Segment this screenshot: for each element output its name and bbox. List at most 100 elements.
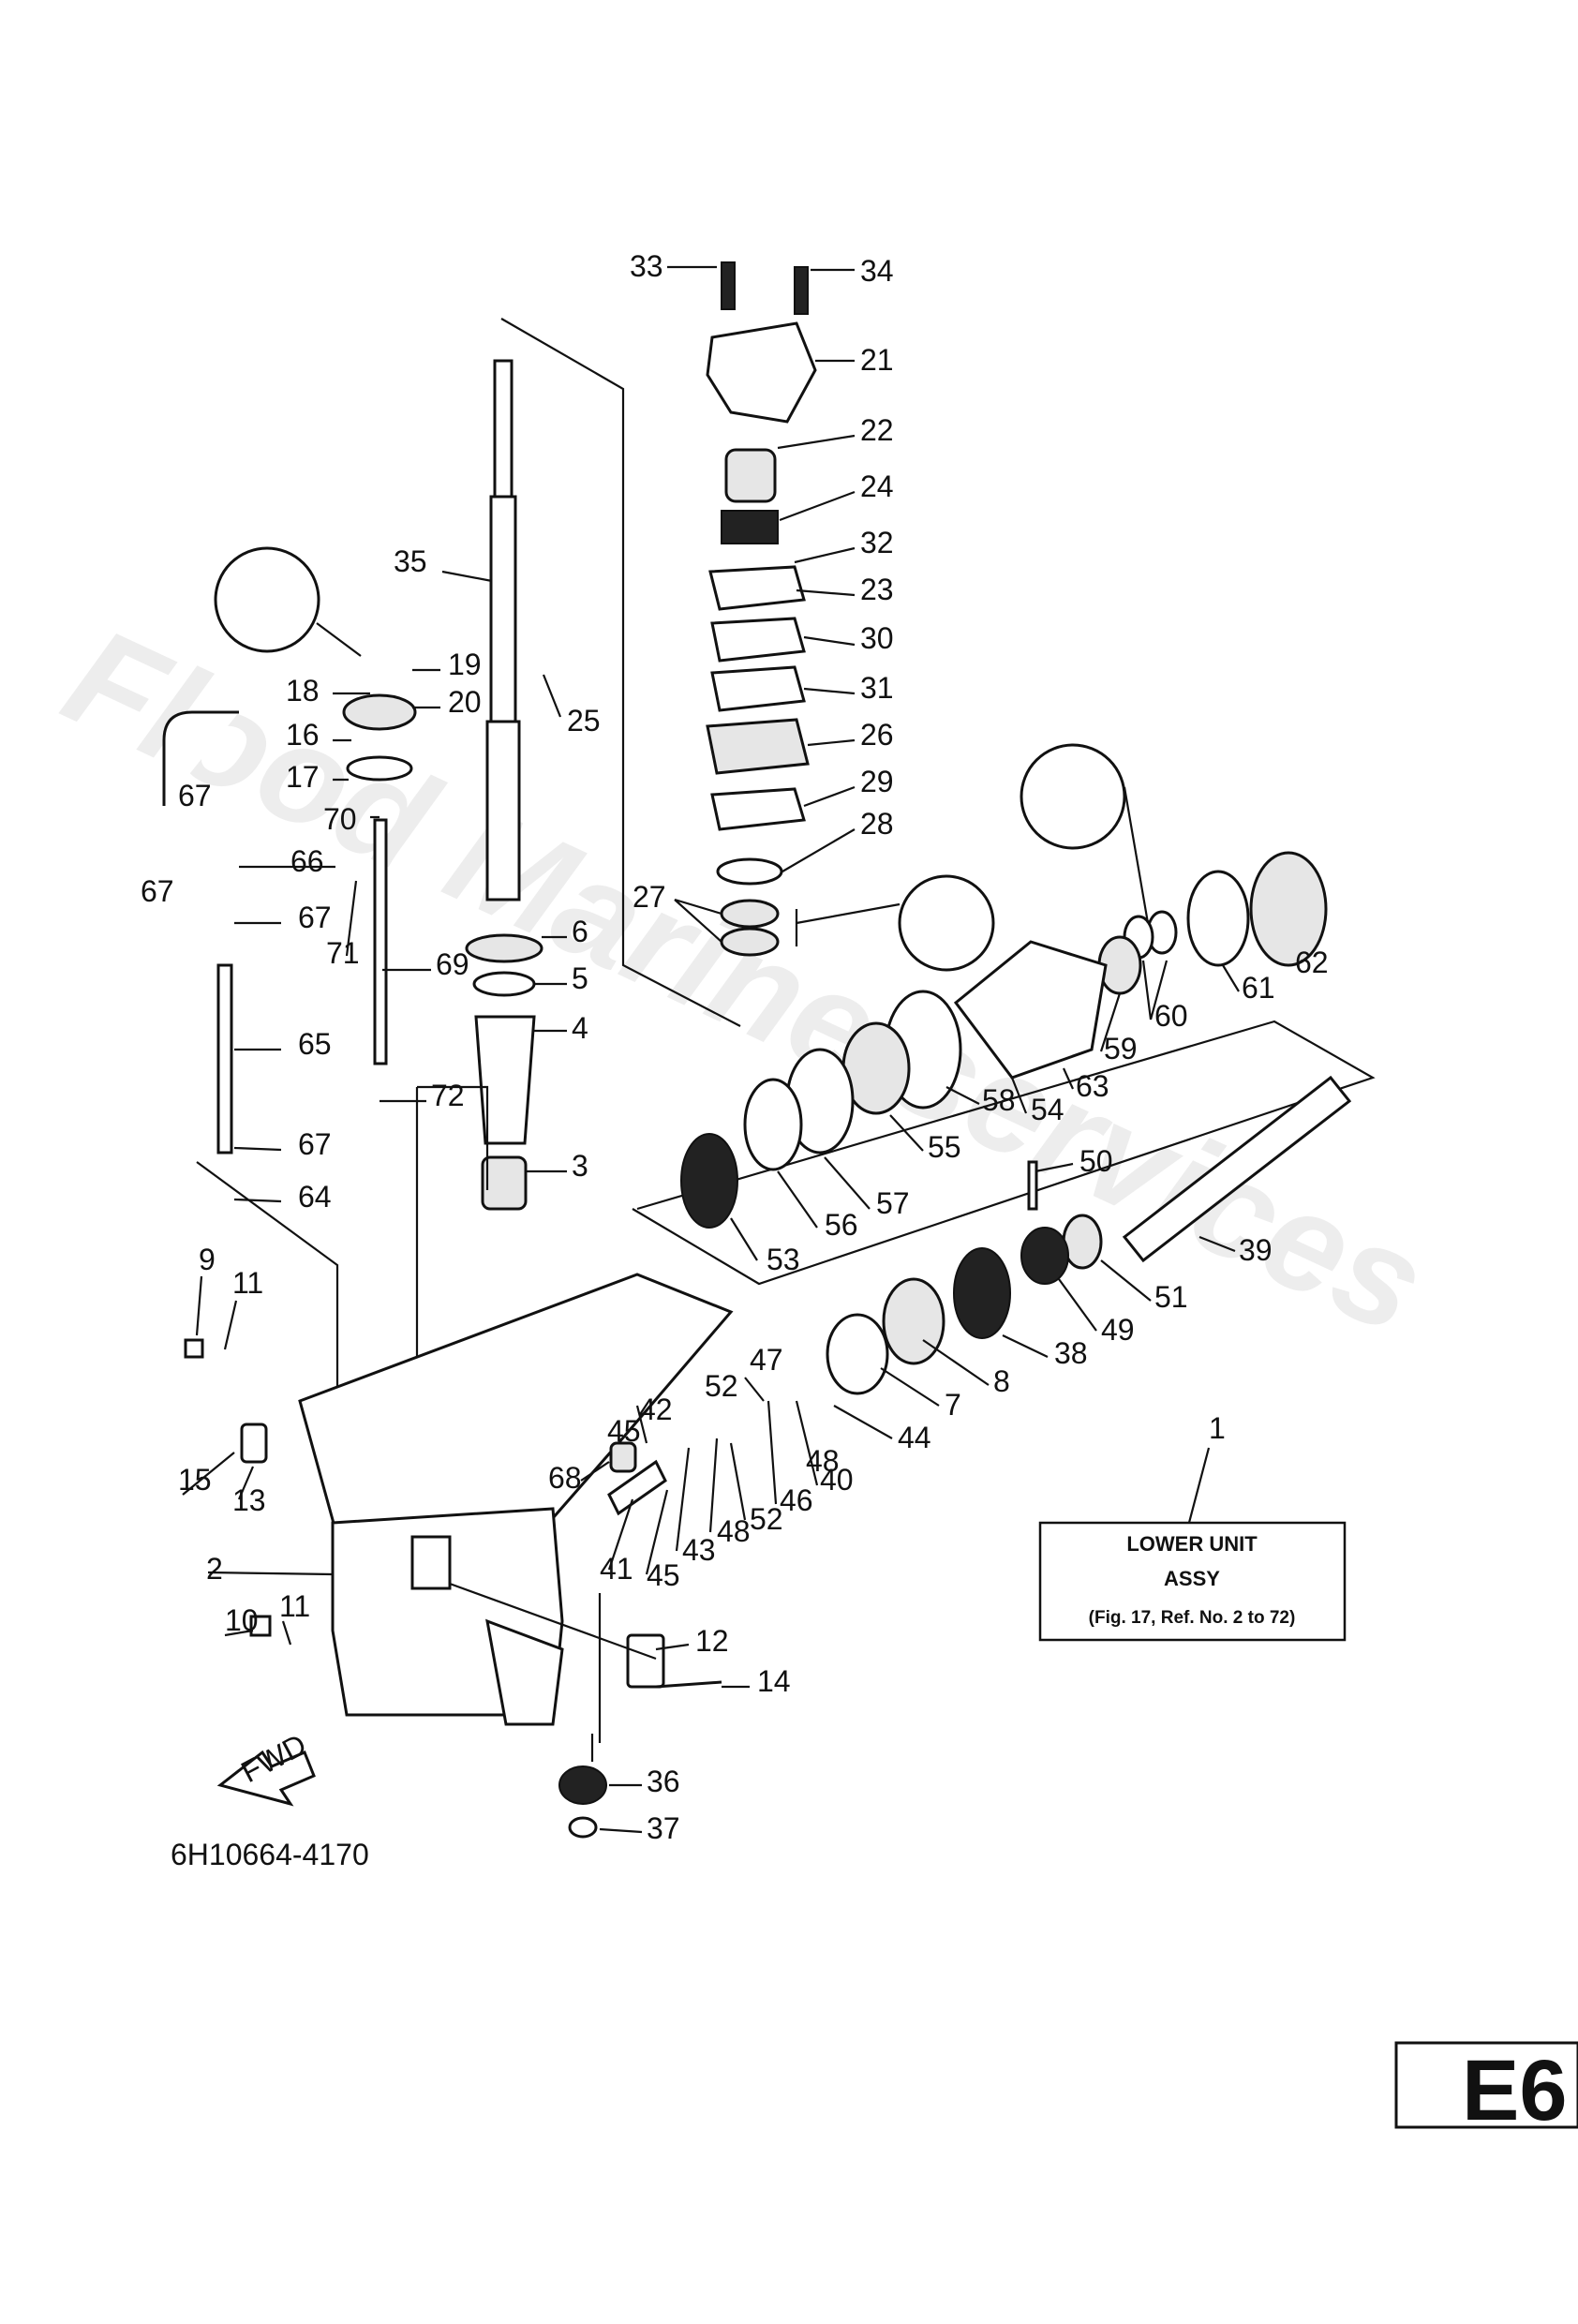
bolt-33 (721, 261, 736, 310)
callout-42: 42 (639, 1393, 673, 1426)
anode-13 (240, 1423, 268, 1464)
callout-62: 62 (1295, 946, 1329, 979)
water-pump-group (706, 261, 817, 957)
level-screw-9 (184, 1338, 204, 1359)
bolt-14 (655, 1680, 722, 1689)
callout-20: 20 (448, 685, 482, 719)
thrust-washer-56 (743, 1078, 803, 1171)
callout-8: 8 (993, 1364, 1010, 1398)
callout-35: 35 (394, 544, 427, 578)
nut-37 (568, 1816, 598, 1839)
callout-16: 16 (286, 718, 320, 752)
callout-61: 61 (1242, 971, 1275, 1005)
bearing-8 (882, 1277, 945, 1365)
case-boundary-mid (415, 1085, 489, 1359)
callout-45a: 45 (607, 1414, 641, 1448)
drawing-number: 6H10664-4170 (171, 1838, 369, 1871)
callout-53: 53 (767, 1243, 800, 1276)
bearing-6 (465, 933, 543, 963)
callout-11b: 11 (279, 1589, 310, 1623)
drive-shaft-mid (489, 495, 517, 723)
fwd-arrow-icon (216, 1750, 316, 1807)
bushing-3 (481, 1155, 528, 1211)
skeg (485, 1618, 564, 1726)
callout-14: 14 (757, 1664, 791, 1698)
callout-29: 29 (860, 765, 894, 798)
callout-23: 23 (860, 573, 894, 606)
callout-63: 63 (1076, 1069, 1109, 1103)
callout-67a: 67 (141, 874, 174, 908)
callout-47: 47 (750, 1343, 783, 1377)
bolt-34 (794, 266, 809, 315)
callout-34: 34 (860, 254, 894, 288)
drive-shaft-lower (485, 720, 521, 901)
callout-24: 24 (860, 469, 894, 503)
oil-seal-27b (720, 927, 780, 957)
callout-31: 31 (860, 671, 894, 705)
callout-28: 28 (860, 807, 894, 841)
callout-69: 69 (436, 947, 469, 981)
detail-circle-right (1020, 743, 1126, 850)
spring-51 (1062, 1214, 1103, 1270)
o-ring-17 (346, 755, 413, 782)
assembly-box-line-3: (Fig. 17, Ref. No. 2 to 72) (1089, 1608, 1296, 1628)
callout-56: 56 (825, 1208, 858, 1242)
claw-washer-61 (1186, 870, 1250, 967)
assembly-box-line-2: ASSY (1164, 1567, 1220, 1590)
callout-labels: 1 2 3 4 5 6 7 8 9 10 11 11 12 13 14 15 1… (141, 249, 1329, 1845)
callout-45b: 45 (647, 1558, 680, 1592)
callout-52a: 52 (705, 1369, 738, 1403)
callout-33: 33 (630, 249, 663, 283)
assembly-box-line-1: LOWER UNIT (1126, 1532, 1258, 1556)
pinion-36 (558, 1765, 607, 1805)
oil-seal-27a (720, 899, 780, 929)
shim-7 (826, 1313, 889, 1395)
callout-57: 57 (876, 1186, 910, 1220)
callout-38: 38 (1054, 1336, 1088, 1370)
callout-58: 58 (982, 1083, 1016, 1117)
watermark-text: Flood Marine services (43, 597, 1448, 1363)
callout-18: 18 (286, 674, 320, 708)
water-tube-65 (216, 963, 233, 1155)
callout-46: 46 (780, 1483, 813, 1517)
page-id: E6 (1462, 2043, 1568, 2138)
pump-housing-21 (706, 321, 817, 424)
page-id-box (1394, 2041, 1578, 2129)
reverse-gear-53 (680, 1133, 738, 1229)
shim-5 (472, 971, 536, 997)
callout-17: 17 (286, 760, 320, 794)
propeller-shaft-39 (1122, 1075, 1352, 1263)
callout-37: 37 (647, 1811, 680, 1845)
sleeve-4 (474, 1015, 536, 1145)
callout-68: 68 (548, 1461, 582, 1495)
callout-36: 36 (647, 1765, 680, 1798)
drive-shaft-upper (493, 359, 514, 499)
callout-70: 70 (323, 802, 357, 836)
plunger-68 (609, 1441, 637, 1473)
shaft-boundary-box (632, 1020, 1376, 1286)
assembly-info-box (1038, 1521, 1347, 1642)
callout-13: 13 (232, 1483, 266, 1517)
callout-50: 50 (1079, 1144, 1113, 1178)
leader-lines (182, 265, 1291, 1834)
callout-12: 12 (695, 1624, 729, 1658)
callout-67c: 67 (298, 1127, 332, 1161)
callout-25: 25 (567, 704, 601, 737)
callout-54: 54 (1031, 1093, 1064, 1126)
callout-9: 9 (199, 1243, 216, 1276)
dog-clutch-49 (1020, 1227, 1069, 1285)
detail-circle-center (898, 874, 995, 972)
detail-circle-top-left (214, 546, 320, 653)
shift-rod-housing-16 (342, 693, 417, 731)
callout-27: 27 (633, 880, 666, 914)
callout-59: 59 (1104, 1032, 1138, 1065)
callout-5: 5 (572, 961, 588, 995)
callout-4: 4 (572, 1011, 588, 1045)
callout-49: 49 (1101, 1313, 1135, 1347)
case-boundary-left (196, 1161, 339, 1434)
o-ring-28 (716, 857, 783, 886)
callout-30: 30 (860, 621, 894, 655)
callout-55: 55 (928, 1130, 961, 1164)
gasket-23 (708, 565, 806, 611)
callout-22: 22 (860, 413, 894, 447)
